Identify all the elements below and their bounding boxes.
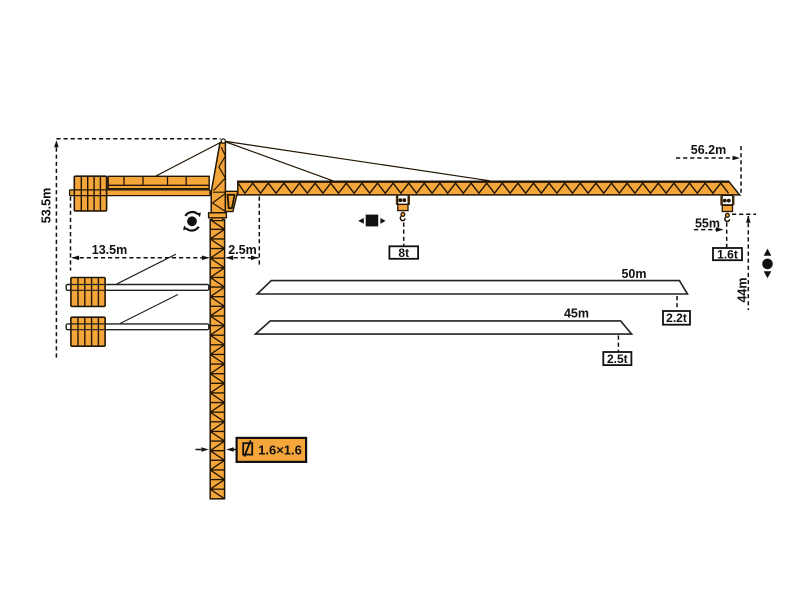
svg-text:56.2m: 56.2m [691, 143, 726, 157]
svg-text:8t: 8t [398, 246, 409, 260]
svg-text:44m: 44m [736, 277, 750, 302]
svg-text:53.5m: 53.5m [40, 188, 54, 223]
svg-text:2.2t: 2.2t [666, 311, 687, 325]
svg-text:2.5m: 2.5m [228, 243, 257, 257]
svg-text:1.6t: 1.6t [717, 247, 738, 261]
svg-text:13.5m: 13.5m [92, 243, 127, 257]
svg-text:45m: 45m [564, 307, 589, 321]
svg-text:55m: 55m [695, 216, 720, 230]
svg-text:2.5t: 2.5t [607, 352, 628, 366]
svg-text:50m: 50m [621, 267, 646, 281]
svg-text:1.6×1.6: 1.6×1.6 [258, 442, 302, 457]
